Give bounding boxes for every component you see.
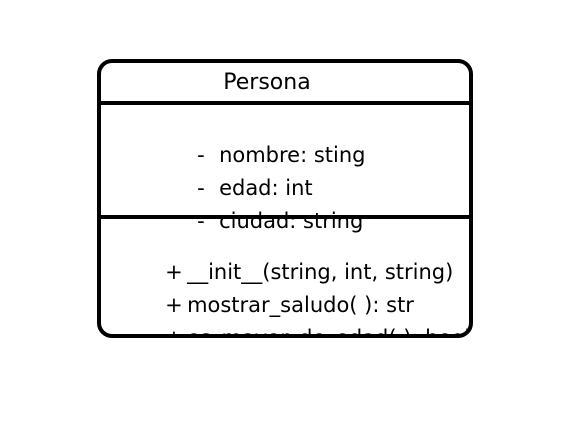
method-row: + es_mayor_de_edad( ): bool bbox=[125, 299, 471, 338]
attribute-text: ciudad: string bbox=[219, 209, 364, 233]
method-text: es_mayor_de_edad( ): bool bbox=[187, 326, 471, 338]
attribute-row: -ciudad: string bbox=[157, 182, 363, 260]
methods-compartment: +__init__(string, int, string) +mostrar_… bbox=[101, 219, 469, 334]
visibility-marker: + bbox=[165, 326, 183, 338]
attributes-compartment: -nombre: sting -edad: int -ciudad: strin… bbox=[101, 105, 469, 233]
visibility-marker: + bbox=[165, 293, 183, 317]
class-name-compartment: Persona bbox=[101, 63, 469, 105]
attribute-row: -edad: int bbox=[157, 149, 313, 227]
class-name: Persona bbox=[223, 70, 311, 95]
method-row: +mostrar_saludo( ): str bbox=[125, 266, 414, 334]
attribute-row: -nombre: sting bbox=[157, 116, 366, 194]
visibility-marker: - bbox=[197, 176, 205, 200]
visibility-marker: - bbox=[197, 209, 205, 233]
method-row: +__init__(string, int, string) bbox=[125, 233, 453, 311]
class-box-persona: Persona -nombre: sting -edad: int -ciuda… bbox=[97, 59, 473, 338]
method-text: __init__(string, int, string) bbox=[187, 260, 454, 284]
method-text: mostrar_saludo( ): str bbox=[187, 293, 414, 317]
attribute-text: nombre: sting bbox=[219, 143, 366, 167]
attribute-text: edad: int bbox=[219, 176, 313, 200]
visibility-marker: + bbox=[165, 260, 183, 284]
visibility-marker: - bbox=[197, 143, 205, 167]
